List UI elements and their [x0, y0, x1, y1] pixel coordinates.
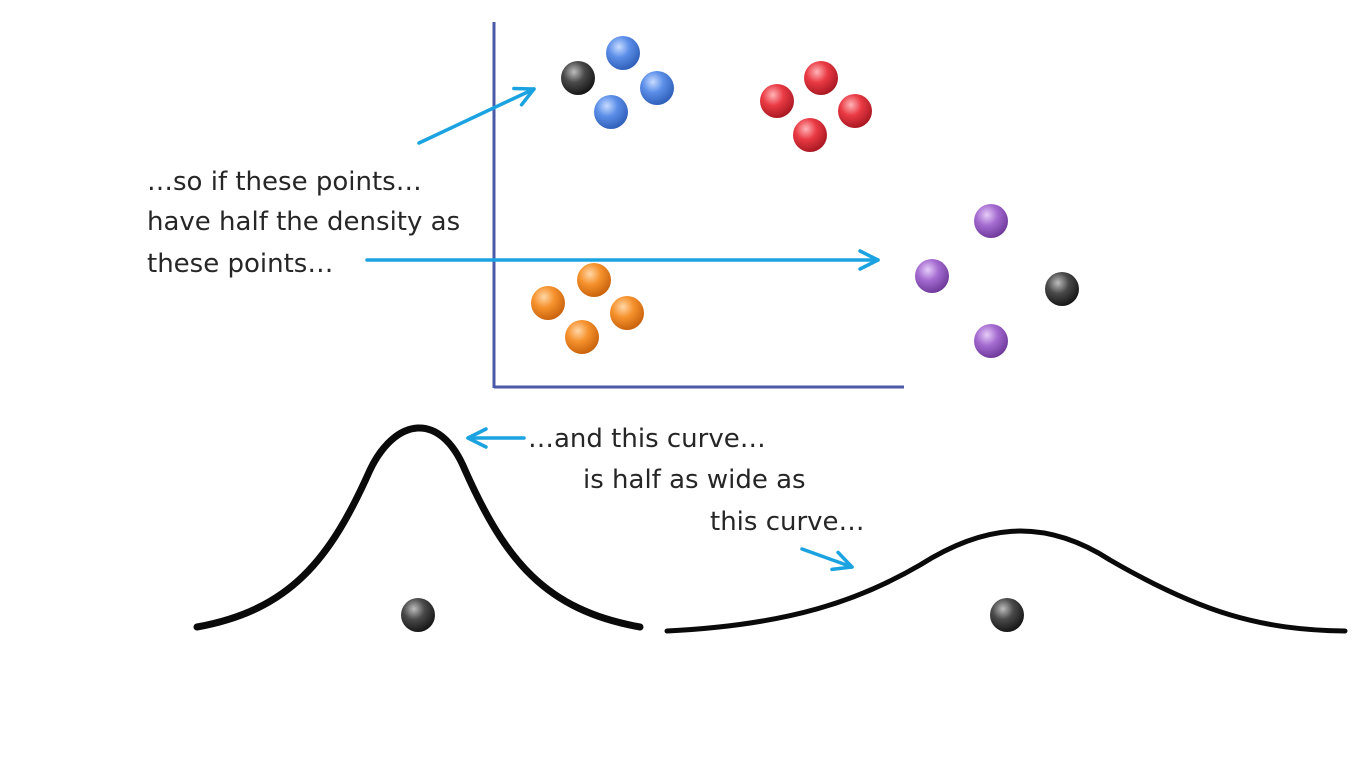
- density-annotation: …so if these points… have half the densi…: [147, 167, 460, 279]
- blue-point: [594, 95, 628, 129]
- red-point: [838, 94, 872, 128]
- orange-point: [531, 286, 565, 320]
- blue-cluster: [594, 36, 674, 129]
- narrow-bell-curve: [193, 424, 644, 631]
- arrow-to-blue-cluster: [417, 86, 536, 145]
- density-line-2: have half the density as: [147, 207, 460, 237]
- red-cluster: [760, 61, 872, 152]
- gray-point: [990, 598, 1024, 632]
- wide-bell-curve: [664, 528, 1348, 634]
- blue-point: [640, 71, 674, 105]
- curve-line-2: is half as wide as: [583, 465, 806, 495]
- gray-point: [401, 598, 435, 632]
- red-point: [804, 61, 838, 95]
- curve-annotation: …and this curve… is half as wide as this…: [528, 424, 865, 537]
- density-line-3: these points…: [147, 249, 333, 279]
- orange-point: [577, 263, 611, 297]
- purple-point: [974, 204, 1008, 238]
- gray-point: [1045, 272, 1079, 306]
- blue-point: [606, 36, 640, 70]
- axes: [492, 22, 904, 389]
- purple-point: [974, 324, 1008, 358]
- density-line-1: …so if these points…: [147, 167, 422, 197]
- gray-point: [561, 61, 595, 95]
- curve-line-3: this curve…: [710, 507, 865, 537]
- purple-point: [915, 259, 949, 293]
- orange-cluster: [531, 263, 644, 354]
- red-point: [793, 118, 827, 152]
- arrow-to-wide-curve: [800, 547, 854, 572]
- orange-point: [565, 320, 599, 354]
- purple-cluster: [915, 204, 1008, 358]
- curve-line-1: …and this curve…: [528, 424, 766, 454]
- red-point: [760, 84, 794, 118]
- orange-point: [610, 296, 644, 330]
